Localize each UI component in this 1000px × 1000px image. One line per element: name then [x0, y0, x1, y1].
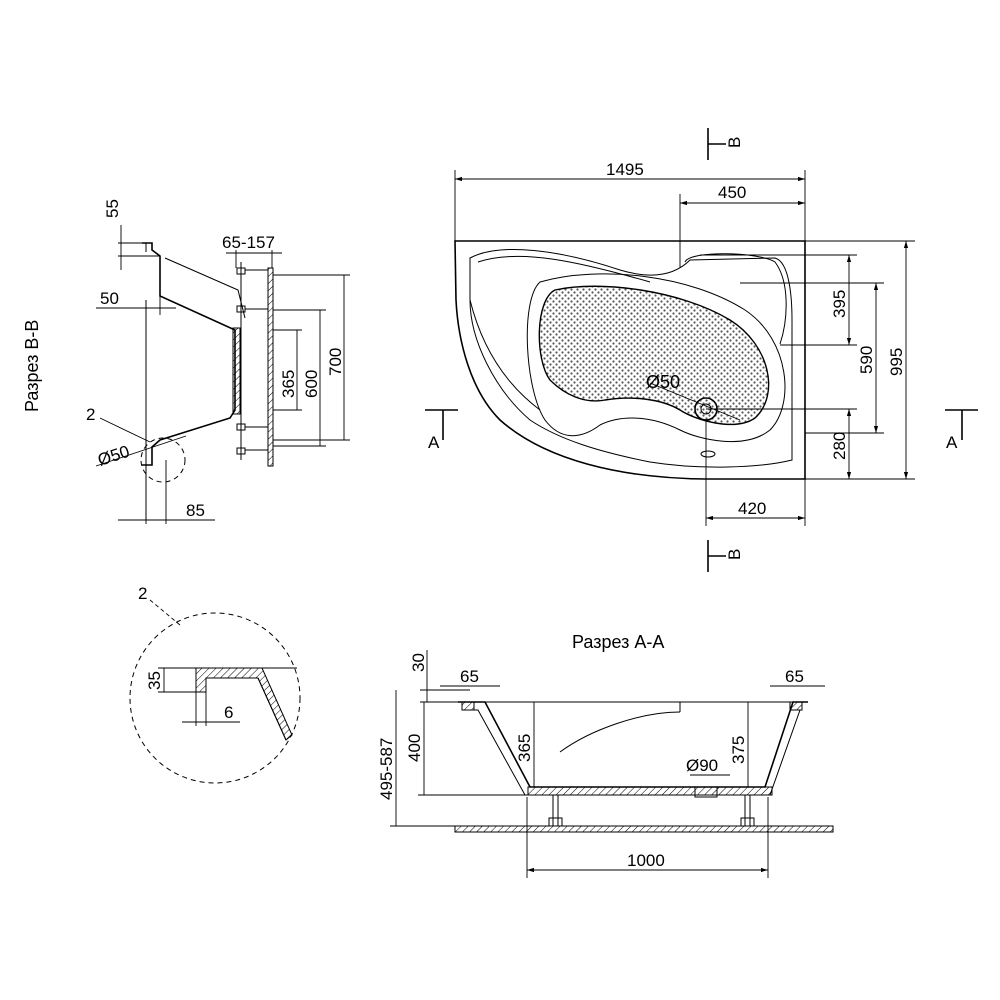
detail-2: 2 35 6: [129, 584, 301, 784]
section-bb-title: Разрез B-B: [22, 320, 42, 412]
aa-drain: [694, 786, 718, 798]
dim-55: 55: [103, 199, 122, 218]
section-aa: Разрез А-А 30 65 65 495-587: [377, 632, 834, 878]
dim-600: 600: [302, 370, 321, 398]
plan-basin: [538, 285, 770, 426]
dim-375: 375: [729, 736, 748, 764]
bb-room-wall: [267, 267, 274, 467]
dim-995: 995: [887, 348, 906, 376]
bb-drain-dia: Ø50: [95, 442, 131, 470]
aa-floor: [454, 825, 834, 833]
dim-495-587: 495-587: [377, 738, 396, 800]
dim-1000: 1000: [627, 851, 665, 870]
dim-395: 395: [830, 290, 849, 318]
dim-365-aa: 365: [515, 734, 534, 762]
dim-400: 400: [405, 734, 424, 762]
bb-wall-hatch: [232, 327, 241, 415]
cut-b-top: B: [725, 137, 744, 148]
dim-450: 450: [718, 183, 746, 202]
dim-65-157: 65-157: [222, 233, 275, 252]
dim-6: 6: [224, 703, 233, 722]
section-bb-dims: 55 50 65-157 365 600 700 85: [86, 199, 350, 524]
cut-a-right: A: [946, 433, 958, 452]
dim-700: 700: [326, 348, 345, 376]
dim-35: 35: [145, 671, 164, 690]
cut-a-left: A: [428, 433, 440, 452]
section-aa-title: Разрез А-А: [572, 632, 664, 652]
aa-tub-profile: [458, 701, 808, 788]
plan-dims: 1495 450 995 395 590 280 420: [454, 160, 915, 526]
plan-cut-markers: B B A A: [425, 128, 978, 572]
dim-280: 280: [830, 432, 849, 460]
section-bb-profile: [142, 242, 274, 520]
plan-outline: [454, 240, 806, 480]
plan-overflow: [700, 450, 716, 458]
dim-50: 50: [100, 289, 119, 308]
dim-30: 30: [409, 653, 428, 672]
plan-drain-dia: Ø50: [646, 372, 680, 392]
dim-65-left: 65: [460, 667, 479, 686]
detail-2-ref: 2: [138, 584, 147, 603]
section-bb: Разрез B-B: [22, 199, 350, 524]
bb-detail-circle: [140, 437, 186, 483]
detail-2-rim: [195, 667, 293, 741]
dim-365: 365: [279, 370, 298, 398]
dim-590: 590: [857, 346, 876, 374]
dim-o90: Ø90: [686, 756, 718, 775]
dim-65-right: 65: [785, 667, 804, 686]
plan-view: Ø50 B B A A 1495 450: [425, 128, 978, 572]
bb-detail-ref: 2: [86, 405, 95, 424]
detail-2-circle: [129, 612, 301, 784]
dim-420: 420: [738, 499, 766, 518]
dim-85: 85: [186, 501, 205, 520]
dim-1495: 1495: [606, 160, 644, 179]
cut-b-bottom: B: [725, 549, 744, 560]
